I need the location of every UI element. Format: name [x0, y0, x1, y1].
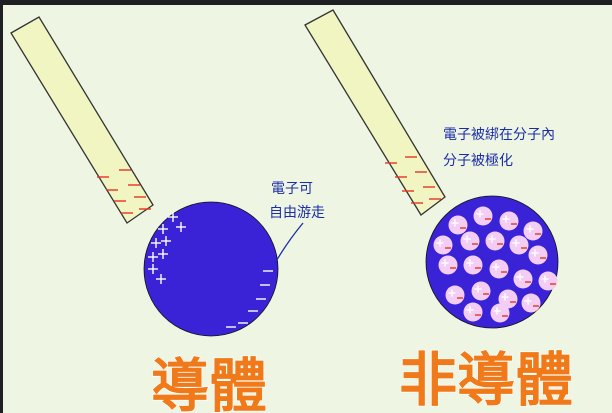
charged-rod-left	[10, 16, 154, 224]
molecule-body	[448, 215, 468, 235]
molecule-positive-end	[524, 297, 532, 305]
insulator-title: 非導體	[399, 346, 573, 413]
molecule	[489, 259, 509, 279]
molecule-positive-end	[541, 275, 549, 283]
induced-positive-charge	[151, 238, 161, 248]
molecule-positive-end	[466, 306, 474, 314]
molecule	[513, 269, 533, 289]
molecule	[463, 302, 483, 322]
molecule-positive-end	[531, 249, 539, 257]
molecule	[448, 215, 468, 235]
induced-positive-charge	[148, 252, 158, 262]
insulator-note-line2: 分子被極化	[443, 153, 513, 169]
induced-positive-charge	[148, 264, 158, 274]
induced-positive-charge	[168, 212, 178, 222]
molecule-positive-end	[466, 259, 474, 267]
molecule	[521, 293, 541, 313]
molecule-positive-end	[493, 307, 501, 315]
molecule-positive-end	[501, 293, 509, 301]
molecule-body	[473, 206, 493, 226]
charged-rod-right	[304, 9, 446, 216]
molecule	[498, 289, 518, 309]
molecule-body	[513, 269, 533, 289]
molecule	[445, 285, 465, 305]
molecule-body	[445, 285, 465, 305]
molecule	[509, 235, 529, 255]
molecule-body	[528, 245, 548, 265]
molecule-positive-end	[448, 289, 456, 297]
molecule-body	[521, 293, 541, 313]
molecule	[471, 281, 491, 301]
molecule	[528, 245, 548, 265]
molecule-positive-end	[436, 239, 444, 247]
molecule-body	[489, 259, 509, 279]
molecule	[490, 303, 510, 323]
conductor-note-line2: 自由游走	[269, 205, 325, 221]
molecule-body	[523, 221, 543, 241]
molecule	[438, 255, 458, 275]
molecule-positive-end	[492, 263, 500, 271]
molecule-body	[509, 235, 529, 255]
molecule-positive-end	[463, 235, 471, 243]
conductor-note-line1: 電子可	[271, 181, 313, 197]
molecule-body	[490, 303, 510, 323]
induced-positive-charge	[176, 222, 186, 232]
molecule	[460, 231, 480, 251]
molecule	[523, 221, 543, 241]
molecule	[473, 206, 493, 226]
conductor-group: 電子可 自由游走 導體	[10, 16, 325, 413]
rod-left-charges	[97, 169, 151, 214]
molecule-body	[499, 211, 519, 231]
molecule-body	[438, 255, 458, 275]
molecule-body	[463, 302, 483, 322]
polarized-molecules	[433, 206, 558, 323]
induced-positive-charge	[158, 224, 168, 234]
molecule	[499, 211, 519, 231]
induced-positive-charge	[161, 236, 171, 246]
molecule-body	[538, 271, 558, 291]
molecule-positive-end	[516, 273, 524, 281]
molecule	[485, 231, 505, 251]
rod-right-charges	[385, 156, 441, 204]
charge-diagram: 電子可 自由游走 導體 電子被綁在分子內 分子被極化 非導體	[10, 9, 574, 413]
molecule-positive-end	[526, 225, 534, 233]
molecule-body	[498, 289, 518, 309]
molecule-positive-end	[441, 259, 449, 267]
insulator-note-line1: 電子被綁在分子內	[443, 127, 555, 143]
conductor-positive-charges	[148, 212, 186, 284]
molecule	[463, 255, 483, 275]
molecule-positive-end	[474, 285, 482, 293]
induced-positive-charge	[156, 274, 166, 284]
conductor-sphere	[143, 201, 279, 337]
molecule-positive-end	[476, 210, 484, 218]
molecule-body	[463, 255, 483, 275]
molecule	[538, 271, 558, 291]
molecule-positive-end	[502, 215, 510, 223]
diagram-panel: 電子可 自由游走 導體 電子被綁在分子內 分子被極化 非導體	[3, 5, 612, 413]
molecule-positive-end	[488, 235, 496, 243]
conductor-title: 導體	[151, 352, 267, 413]
molecule-body	[485, 231, 505, 251]
molecule-body	[433, 235, 453, 255]
conductor-negative-charges	[226, 270, 273, 328]
molecule-body	[460, 231, 480, 251]
molecule	[433, 235, 453, 255]
molecule-positive-end	[512, 239, 520, 247]
conductor-note-pointer	[274, 222, 304, 264]
insulator-group: 電子被綁在分子內 分子被極化 非導體	[304, 9, 574, 413]
molecule-body	[471, 281, 491, 301]
induced-positive-charge	[158, 249, 168, 259]
molecule-positive-end	[451, 219, 459, 227]
